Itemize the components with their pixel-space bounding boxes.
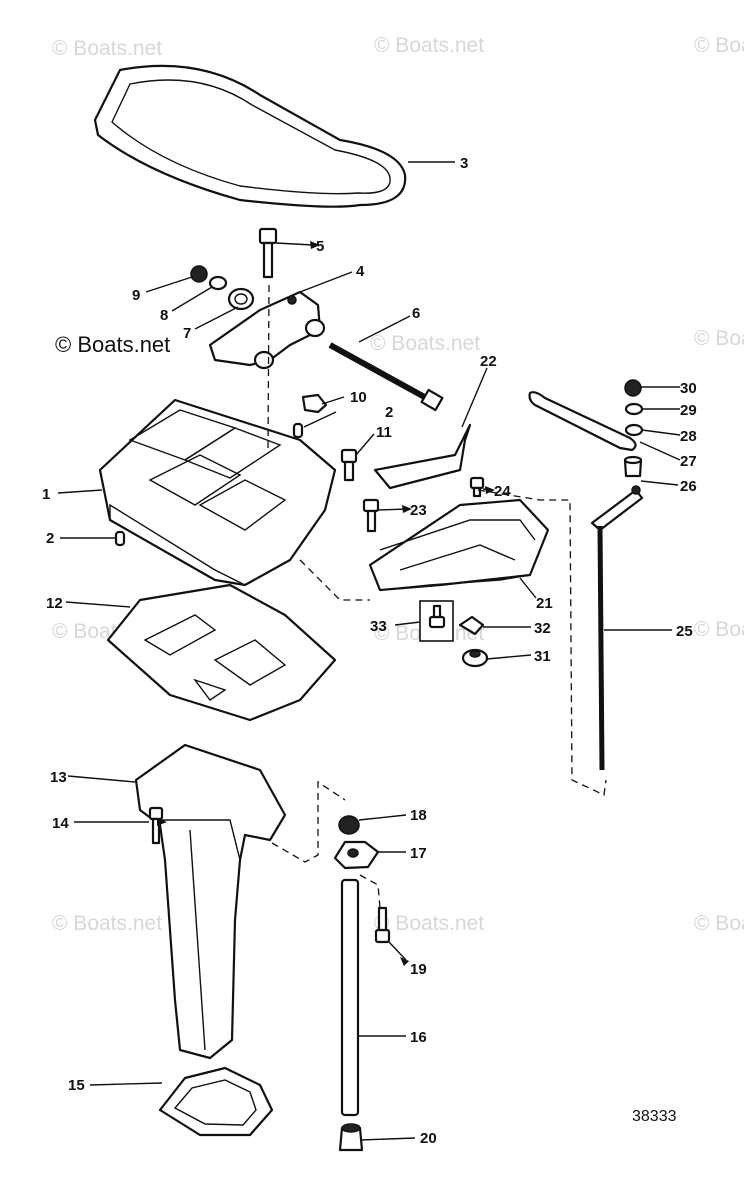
leader-lines — [57, 161, 681, 1141]
callout-33: 33 — [370, 618, 387, 635]
callout-30: 30 — [680, 380, 697, 397]
part-22-cover-strip — [373, 423, 472, 490]
callout-2: 2 — [385, 404, 393, 421]
callout-16: 16 — [410, 1029, 427, 1046]
callout-14: 14 — [52, 815, 69, 832]
part-29-washer — [624, 402, 644, 416]
part-30-nut — [624, 379, 642, 397]
part-8-washer — [208, 275, 228, 291]
callout-3: 3 — [460, 155, 468, 172]
part-11-screw — [340, 448, 358, 482]
part-33-screw-box — [419, 600, 454, 642]
callout-12: 12 — [46, 595, 63, 612]
callout-19: 19 — [410, 961, 427, 978]
part-19-screw — [374, 906, 391, 944]
watermark: © Boats.net — [694, 327, 744, 350]
callout-32: 32 — [534, 620, 551, 637]
part-6-long-bolt — [328, 342, 444, 412]
part-2-dowel-pin — [114, 530, 126, 547]
figure-number: 38333 — [632, 1108, 677, 1125]
part-7-seal — [227, 287, 255, 311]
part-3-gasket-ring — [93, 64, 407, 208]
callout-8: 8 — [160, 307, 168, 324]
callout-17: 17 — [410, 845, 427, 862]
callout-6: 6 — [412, 305, 420, 322]
callout-7: 7 — [183, 325, 191, 342]
watermark: © Boats.net — [694, 34, 744, 57]
part-26-bushing — [623, 455, 643, 478]
callout-18: 18 — [410, 807, 427, 824]
callout-11: 11 — [376, 424, 392, 441]
part-20-grommet — [338, 1123, 364, 1152]
watermark: © Boats.net — [52, 37, 162, 60]
callout-9: 9 — [132, 287, 140, 304]
part-31-grommet — [461, 648, 489, 668]
part-4-bracket — [208, 290, 326, 370]
part-28-washer — [624, 423, 644, 437]
callout-28: 28 — [680, 428, 697, 445]
part-16-tube — [340, 878, 360, 1117]
watermark: © Boats.net — [694, 618, 744, 641]
part-13-exhaust-housing — [134, 743, 287, 1060]
watermark: © Boats.net — [374, 912, 484, 935]
part-32-clip — [458, 615, 485, 636]
part-14-screw — [148, 806, 164, 845]
assembly-lines — [267, 284, 607, 909]
part-27-lever — [528, 391, 637, 452]
watermark: © Boats.net — [374, 34, 484, 57]
callout-31: 31 — [534, 648, 551, 665]
callout-1: 1 — [42, 486, 50, 503]
watermark: © Boats.net — [370, 332, 480, 355]
callout-20: 20 — [420, 1130, 437, 1147]
part-23-screw — [362, 498, 380, 533]
watermark: © Boats.net — [694, 912, 744, 935]
callout-24: 24 — [494, 483, 511, 500]
part-17-bracket — [333, 840, 380, 870]
arrowheads — [157, 241, 495, 966]
watermark: © Boats.net — [52, 912, 162, 935]
part-24-screw — [469, 476, 485, 498]
callout-labels: 1 2 2 3 4 5 6 7 8 9 10 11 12 13 14 15 16… — [42, 155, 697, 1147]
callout-21: 21 — [536, 595, 553, 612]
part-1-adaptor-plate — [98, 398, 337, 587]
callout-4: 4 — [356, 263, 365, 280]
part-2-dowel-pin — [292, 422, 304, 439]
callout-15: 15 — [68, 1077, 85, 1094]
part-15-seal — [158, 1066, 274, 1137]
part-18-nut — [338, 815, 360, 835]
part-5-bolt — [258, 227, 278, 279]
callout-25: 25 — [676, 623, 693, 640]
callout-22: 22 — [480, 353, 497, 370]
callout-2: 2 — [46, 530, 54, 547]
part-25-link-rod — [590, 485, 644, 771]
part-21-housing — [368, 498, 550, 592]
callout-13: 13 — [50, 769, 67, 786]
watermark: © Boats.net — [55, 332, 170, 357]
callout-10: 10 — [350, 389, 367, 406]
callout-23: 23 — [410, 502, 427, 519]
callout-26: 26 — [680, 478, 697, 495]
callout-27: 27 — [680, 453, 697, 470]
part-12-gasket — [106, 583, 337, 722]
part-10-fitting — [301, 393, 328, 414]
callout-5: 5 — [316, 238, 324, 255]
part-9-nut — [190, 265, 208, 283]
callout-29: 29 — [680, 402, 697, 419]
